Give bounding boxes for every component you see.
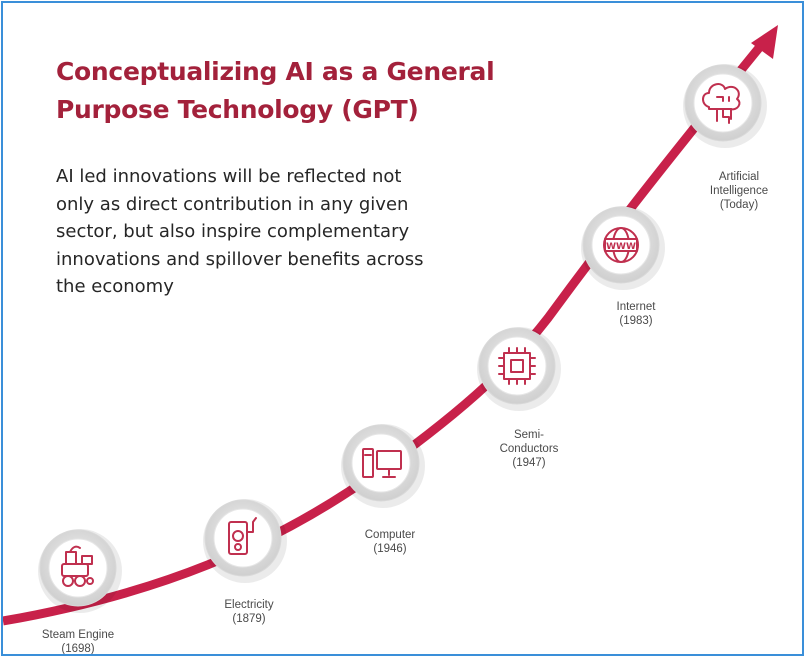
milestone-label: Steam Engine (1698) bbox=[18, 628, 138, 655]
milestone-node bbox=[203, 499, 287, 583]
electricity-icon bbox=[228, 517, 257, 555]
body-line: innovations and spillover benefits acros… bbox=[56, 248, 424, 270]
semiconductor-icon bbox=[498, 347, 536, 385]
node-disc bbox=[487, 336, 547, 396]
milestone-node bbox=[683, 64, 767, 148]
milestone-label: Semi- Conductors (1947) bbox=[469, 428, 589, 470]
body-line: the economy bbox=[56, 276, 174, 297]
milestone-label: Internet (1983) bbox=[576, 300, 696, 328]
slide-title: Conceptualizing AI as a General Purpose … bbox=[56, 53, 516, 129]
steam-engine-icon bbox=[61, 545, 94, 587]
label-line: (1879) bbox=[232, 613, 266, 625]
label-line: Internet bbox=[616, 301, 656, 313]
timeline-diagram: WWW bbox=[3, 25, 778, 626]
label-line: (1946) bbox=[373, 543, 407, 555]
milestone-label: Electricity (1879) bbox=[189, 598, 309, 626]
label-line: (1983) bbox=[619, 315, 653, 327]
artificial-intelligence-icon bbox=[702, 83, 741, 124]
body-line: only as direct contribution in any given bbox=[56, 193, 409, 215]
milestone-label: Computer (1946) bbox=[330, 528, 450, 556]
slide-body-text: AI led innovations will be reflected not… bbox=[56, 163, 476, 301]
label-line: (1698) bbox=[61, 643, 95, 655]
title-line: Purpose Technology (GPT) bbox=[56, 95, 419, 124]
milestone-node bbox=[341, 424, 425, 508]
label-line: Electricity bbox=[224, 599, 274, 611]
milestone-node bbox=[38, 529, 122, 613]
body-line: AI led innovations will be reflected not bbox=[56, 166, 402, 187]
label-line: Semi- bbox=[513, 429, 545, 441]
arrow-head bbox=[751, 25, 778, 59]
computer-icon bbox=[362, 448, 402, 478]
milestone-node bbox=[477, 327, 561, 411]
label-line: (1947) bbox=[512, 457, 546, 469]
node-disc bbox=[693, 73, 753, 133]
internet-icon: WWW bbox=[603, 227, 639, 263]
label-line: (Today) bbox=[719, 199, 759, 211]
label-line: Intelligence bbox=[709, 185, 769, 197]
title-line: Conceptualizing AI as a General bbox=[56, 57, 495, 86]
body-line: sector, but also inspire complementary bbox=[56, 221, 410, 242]
growth-curve bbox=[3, 40, 767, 626]
label-line: Conductors bbox=[499, 443, 559, 455]
label-line: Artificial bbox=[718, 171, 760, 183]
label-line: Steam Engine bbox=[41, 629, 115, 641]
milestone-node: WWW bbox=[581, 206, 665, 290]
milestone-label: Artificial Intelligence (Today) bbox=[679, 170, 799, 212]
label-line: Computer bbox=[364, 529, 416, 541]
svg-text:WWW: WWW bbox=[606, 242, 636, 252]
